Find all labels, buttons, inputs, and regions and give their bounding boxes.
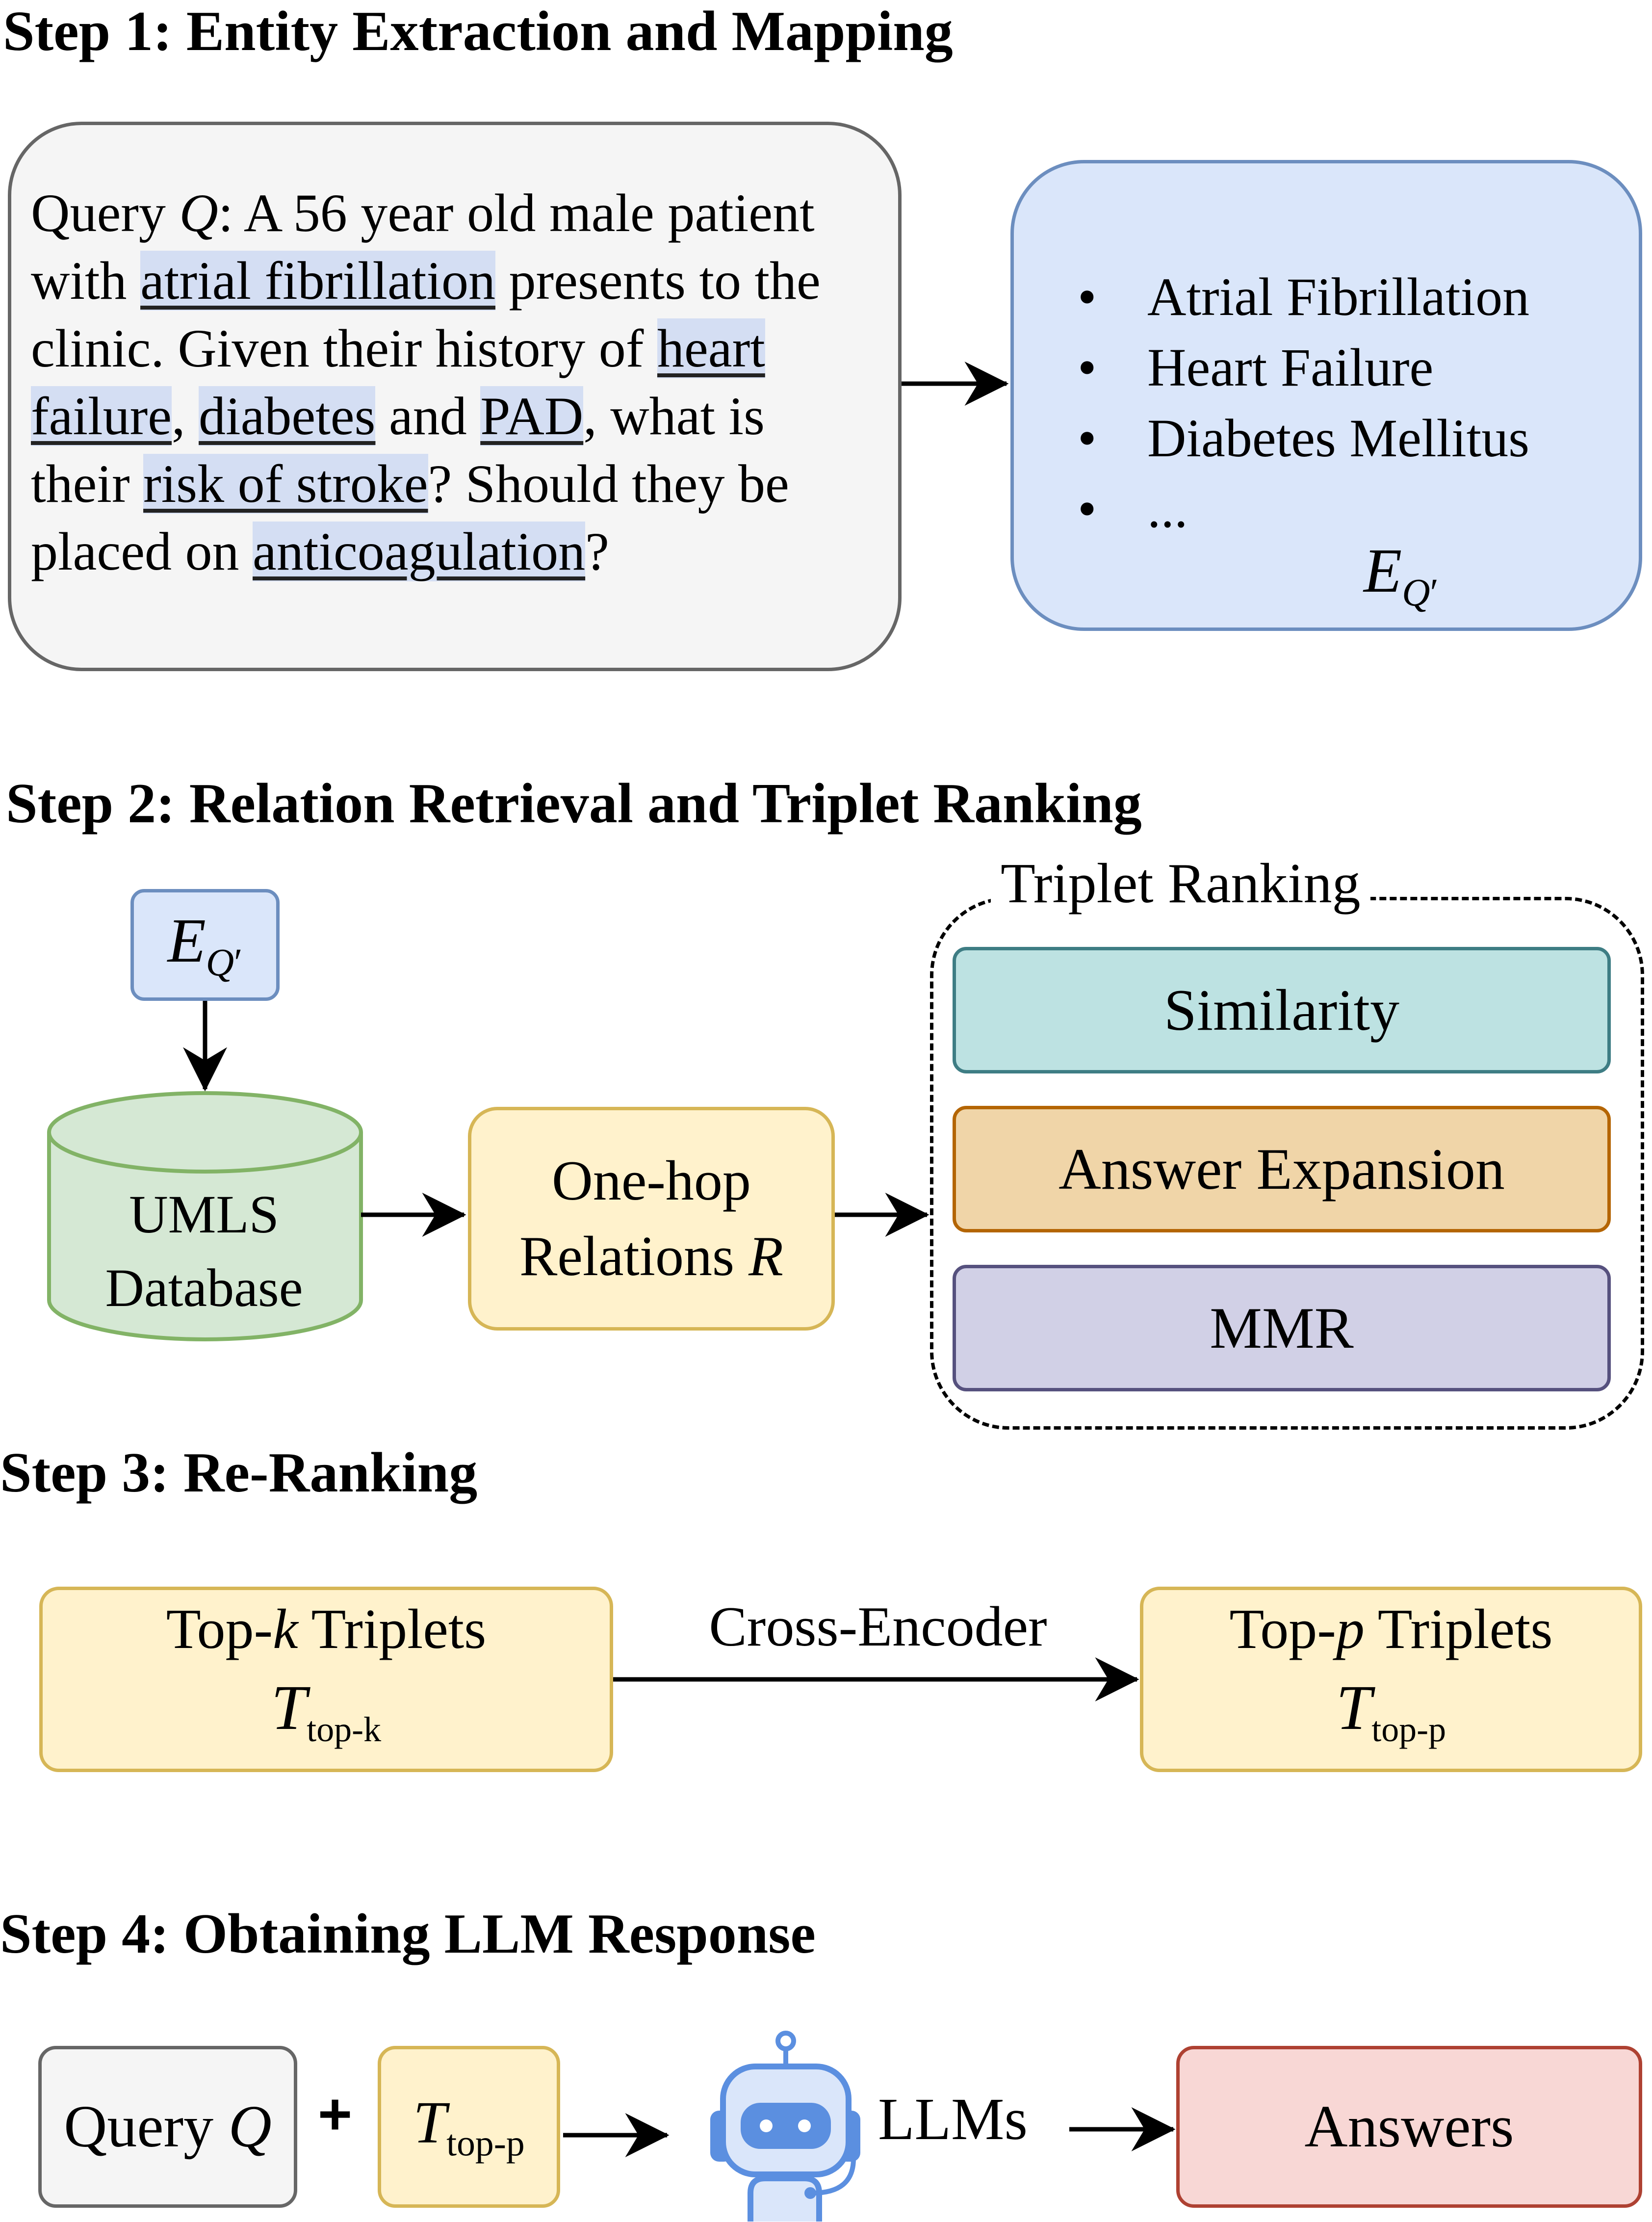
llms-label: LLMs	[878, 2086, 1028, 2152]
topp-suffix: Triplets	[1364, 1597, 1553, 1661]
relations-symbol: R	[749, 1225, 784, 1288]
topp-prefix: Top-	[1229, 1597, 1336, 1661]
topp-var: p	[1336, 1597, 1365, 1661]
topk-sub: top-k	[307, 1710, 382, 1750]
query-q-word: Query	[64, 2093, 229, 2160]
query-q-symbol: Q	[228, 2093, 272, 2160]
entity-anticoagulation: anticoagulation	[253, 522, 586, 581]
query-box: Query Q: A 56 year old male patient with…	[8, 122, 902, 671]
query-text-4: and	[375, 386, 481, 446]
one-hop-relations-box: One-hop Relations R	[468, 1107, 835, 1331]
top-p-triplets-box: Top-p Triplets Ttop-p	[1140, 1587, 1642, 1772]
onehop-line-2: Relations	[519, 1225, 749, 1288]
mmr-box: MMR	[953, 1265, 1611, 1391]
entity-node-base: E	[167, 906, 206, 976]
entity-atrial-fibrillation: atrial fibrillation	[140, 251, 495, 311]
umls-line-2: Database	[105, 1258, 303, 1318]
entity-pad: PAD	[480, 386, 584, 446]
umls-database-cylinder	[47, 1091, 363, 1341]
query-text-7: ?	[585, 522, 609, 581]
ttopp-T: T	[413, 2090, 447, 2156]
entity-node-prime: ′	[234, 941, 243, 984]
entity-set-base: E	[1364, 536, 1402, 605]
query-word: Query	[31, 183, 166, 243]
entity-set-label: EQ′	[1364, 535, 1439, 615]
top-k-triplets-box: Top-k Triplets Ttop-k	[39, 1587, 613, 1772]
query-text-3: ,	[172, 386, 199, 446]
query-text-2: presents to the clinic. Given their hist…	[31, 251, 821, 378]
umls-line-1: UMLS	[129, 1184, 279, 1244]
robot-icon	[710, 2031, 860, 2222]
entity-diabetes: diabetes	[199, 386, 376, 446]
topk-T: T	[271, 1672, 307, 1743]
entity-item: Heart Failure	[1043, 332, 1529, 403]
topk-suffix: Triplets	[298, 1597, 487, 1661]
onehop-line-1: One-hop	[552, 1150, 751, 1212]
query-text-5: , what is their	[31, 386, 765, 514]
ttopp-sub: top-p	[446, 2123, 525, 2164]
umls-database-label: UMLS Database	[47, 1177, 361, 1325]
entity-node-sub: Q	[206, 941, 234, 984]
entity-set-prime: ′	[1430, 571, 1439, 614]
query-q-box: Query Q	[38, 2046, 297, 2208]
similarity-box: Similarity	[953, 947, 1611, 1073]
entity-list-box: Atrial Fibrillation Heart Failure Diabet…	[1010, 160, 1642, 631]
step4-title: Step 4: Obtaining LLM Response	[0, 1903, 816, 1965]
step3-title: Step 3: Re-Ranking	[0, 1441, 478, 1504]
step2-title: Step 2: Relation Retrieval and Triplet R…	[6, 772, 1142, 835]
answers-box: Answers	[1176, 2046, 1642, 2208]
query-text-1: : A 56 year old male patient with	[31, 183, 815, 311]
entity-item: ...	[1043, 473, 1529, 544]
entity-set-sub: Q	[1402, 571, 1430, 614]
entity-set-node: EQ′	[130, 889, 280, 1001]
t-top-p-box: Ttop-p	[378, 2046, 560, 2208]
entity-item: Diabetes Mellitus	[1043, 403, 1529, 473]
entity-risk-of-stroke: risk of stroke	[143, 454, 428, 514]
plus-sign: +	[318, 2081, 353, 2147]
topk-var: k	[273, 1597, 298, 1661]
topk-prefix: Top-	[166, 1597, 273, 1661]
entity-list: Atrial Fibrillation Heart Failure Diabet…	[1043, 261, 1529, 544]
topp-T: T	[1336, 1672, 1372, 1743]
topp-sub: top-p	[1371, 1710, 1446, 1750]
step1-title: Step 1: Entity Extraction and Mapping	[3, 0, 953, 63]
cross-encoder-label: Cross-Encoder	[709, 1595, 1047, 1658]
entity-item: Atrial Fibrillation	[1043, 261, 1529, 332]
query-text-6: ? Should they be placed on	[31, 454, 789, 581]
query-symbol: Q	[179, 183, 218, 243]
triplet-ranking-title: Triplet Ranking	[991, 851, 1370, 916]
answer-expansion-box: Answer Expansion	[953, 1106, 1611, 1232]
